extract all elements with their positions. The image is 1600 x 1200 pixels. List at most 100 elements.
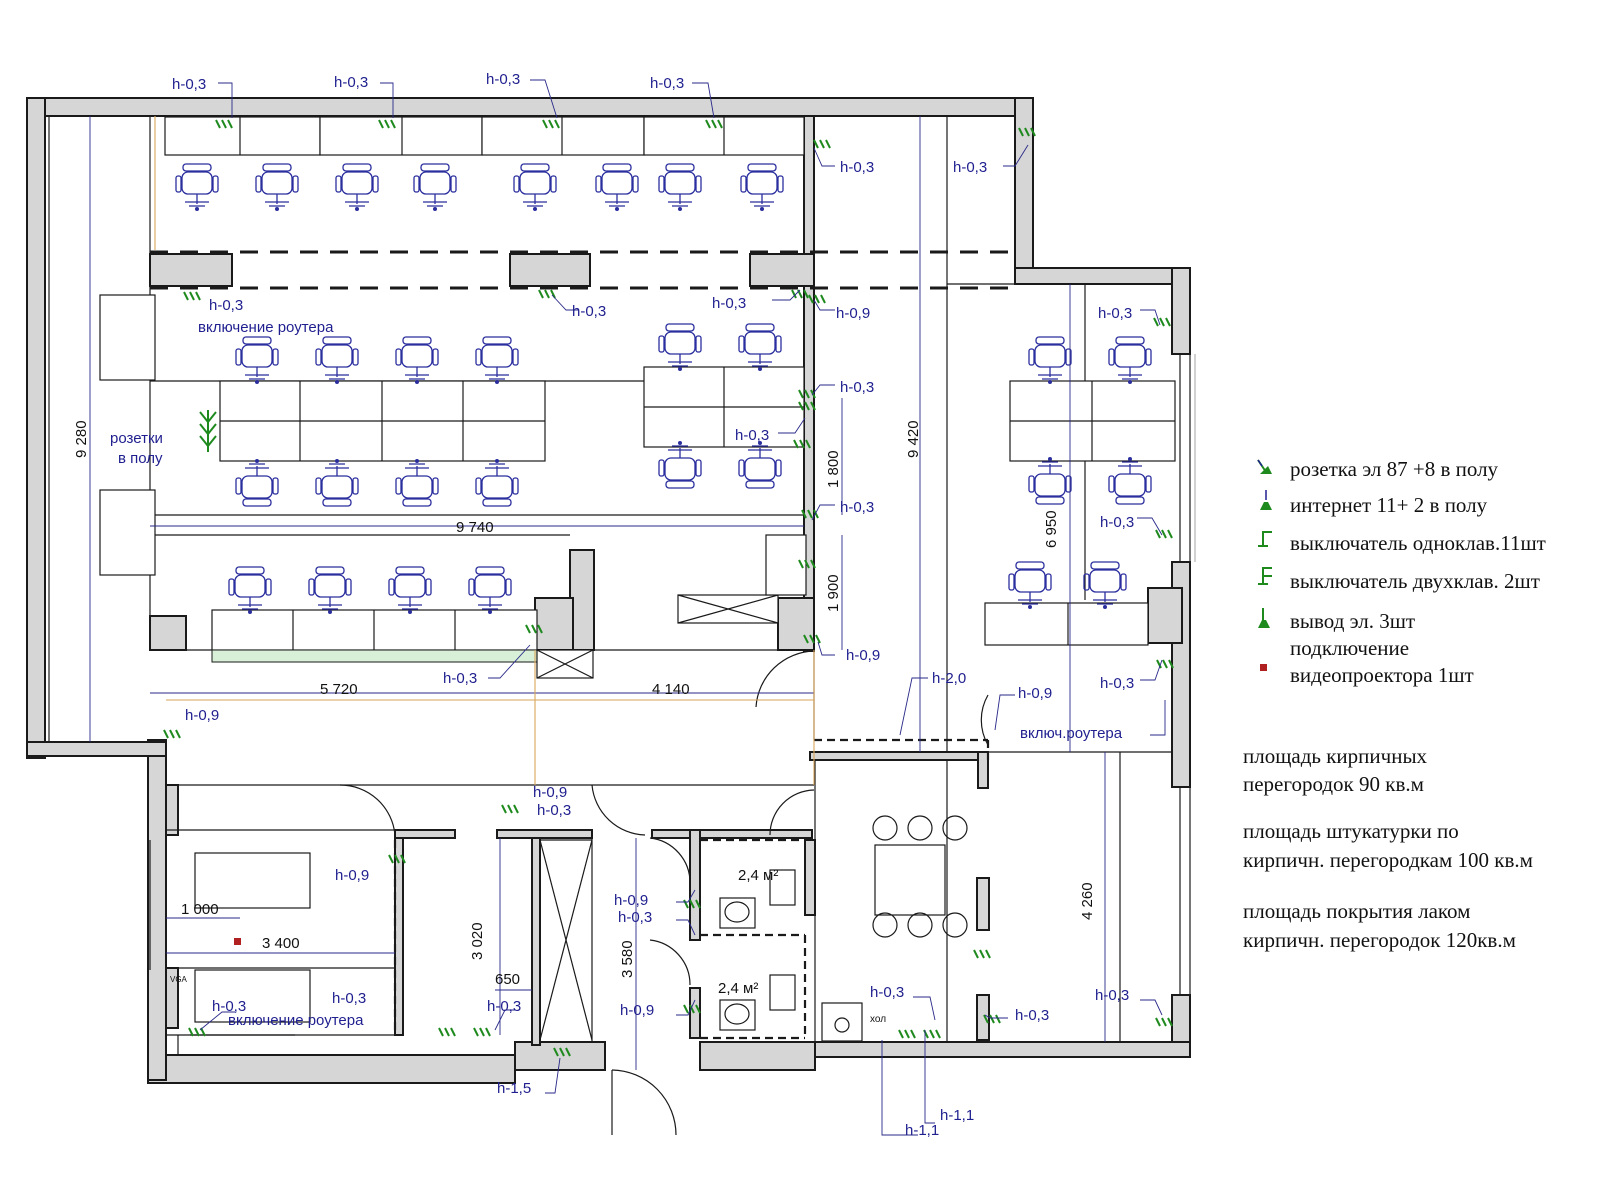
height-label: h-0,9 — [846, 647, 880, 664]
height-label: h-0,3 — [618, 909, 652, 926]
legend-note: кирпичн. перегородок 120кв.м — [1243, 928, 1516, 952]
socket-icon — [898, 1029, 916, 1039]
dimension-value: 4 260 — [1079, 882, 1096, 920]
plan-text: h-0,3 h-0,3 h-0,3 h-0,3 h-0,3 h-0,3 h-0,… — [110, 71, 1134, 1139]
socket-icon — [188, 1027, 206, 1037]
socket-icon — [1156, 659, 1174, 669]
height-label: h-0,3 — [1095, 987, 1129, 1004]
socket-icon — [798, 559, 816, 569]
height-label: h-0,9 — [614, 892, 648, 909]
height-label: h-0,3 — [650, 75, 684, 92]
height-label: h-0,3 — [572, 303, 606, 320]
office-chair — [315, 336, 359, 384]
floor-sockets-label: розетки — [110, 430, 163, 447]
socket-icon — [215, 119, 233, 129]
socket-icon — [793, 439, 811, 449]
socket-icon — [538, 289, 556, 299]
height-label: h-0,3 — [840, 159, 874, 176]
dimension-value: 3 400 — [262, 935, 300, 952]
height-label: h-0,9 — [533, 784, 567, 801]
office-chair — [235, 336, 279, 384]
height-label: h-0,3 — [1098, 305, 1132, 322]
height-label: h-0,3 — [487, 998, 521, 1015]
legend-note: площадь покрытия лаком — [1243, 899, 1470, 923]
dimension-value: 1 000 — [181, 901, 219, 918]
height-label: h-0,9 — [836, 305, 870, 322]
legend-note: перегородок 90 кв.м — [1243, 772, 1424, 796]
socket-icon — [525, 624, 543, 634]
dimension-value: 5 720 — [320, 681, 358, 698]
height-label: h-0,3 — [1015, 1007, 1049, 1024]
legend: розетка эл 87 +8 в полу интернет 11+ 2 в… — [1243, 457, 1546, 952]
office-chair — [1108, 457, 1152, 505]
office-chair — [738, 323, 782, 371]
socket-icon — [983, 1014, 1001, 1024]
socket-icon — [1155, 529, 1173, 539]
office-chair — [738, 441, 782, 489]
socket-icon — [803, 634, 821, 644]
height-label: h-1,1 — [940, 1107, 974, 1124]
socket-icon — [163, 729, 181, 739]
socket-icon — [1155, 1017, 1173, 1027]
router-switch-label: включение роутера — [198, 319, 334, 336]
height-label: h-0,3 — [840, 499, 874, 516]
office-chair — [175, 163, 219, 211]
legend-projector-icon — [1260, 664, 1267, 671]
office-chair — [1108, 336, 1152, 384]
dimension-value: 4 140 — [652, 681, 690, 698]
office-chair — [740, 163, 784, 211]
office-chair — [228, 566, 272, 614]
office-chair — [513, 163, 557, 211]
office-chair — [1028, 457, 1072, 505]
socket-icon — [183, 291, 201, 301]
office-chair — [395, 459, 439, 507]
office-chair — [388, 566, 432, 614]
height-label: h-0,9 — [1018, 685, 1052, 702]
router-switch-label: включ.роутера — [1020, 725, 1123, 742]
socket-icon — [808, 294, 826, 304]
height-label: h-0,3 — [332, 990, 366, 1007]
office-chair — [413, 163, 457, 211]
socket-icon — [1018, 127, 1036, 137]
dimension-value: 1 900 — [825, 574, 842, 612]
office-chair — [335, 163, 379, 211]
office-chair — [1008, 561, 1052, 609]
furniture — [99, 116, 1176, 1042]
socket-icon — [813, 139, 831, 149]
projector-marker — [234, 938, 241, 945]
office-chair — [308, 566, 352, 614]
height-label: h-0,3 — [870, 984, 904, 1001]
height-label: h-0,3 — [735, 427, 769, 444]
height-label: h-0,3 — [1100, 514, 1134, 531]
office-chair — [1028, 336, 1072, 384]
socket-icon — [542, 119, 560, 129]
dimension-value: 9 420 — [905, 420, 922, 458]
cold-label: хол — [870, 1014, 886, 1025]
leader-lines — [199, 79, 1166, 1136]
legend-item: вывод эл. 3шт — [1290, 609, 1415, 633]
height-label: h-1,5 — [497, 1080, 531, 1097]
router-switch-label: включение роутера — [228, 1012, 364, 1029]
legend-socket-icon — [1257, 459, 1272, 474]
interior-walls — [149, 115, 1183, 1046]
legend-note: площадь кирпичных — [1243, 744, 1428, 768]
floor-socket-cluster-icon — [199, 410, 217, 452]
height-label: h-0,9 — [185, 707, 219, 724]
socket-icon — [923, 1029, 941, 1039]
dimension-value: 1 800 — [825, 450, 842, 488]
legend-item: подключение — [1290, 636, 1409, 660]
height-label: h-0,3 — [334, 74, 368, 91]
socket-icon — [683, 1004, 701, 1014]
socket-icon — [705, 119, 723, 129]
socket-icon — [501, 804, 519, 814]
legend-item: выключатель одноклав.11шт — [1290, 531, 1546, 555]
chairs — [175, 163, 1152, 614]
socket-icon — [438, 1027, 456, 1037]
office-chair — [255, 163, 299, 211]
office-chair — [315, 459, 359, 507]
floor-sockets-label: в полу — [118, 450, 163, 467]
legend-single-switch-icon — [1258, 531, 1272, 547]
office-chair — [595, 163, 639, 211]
vga-label: VGA — [170, 975, 188, 984]
